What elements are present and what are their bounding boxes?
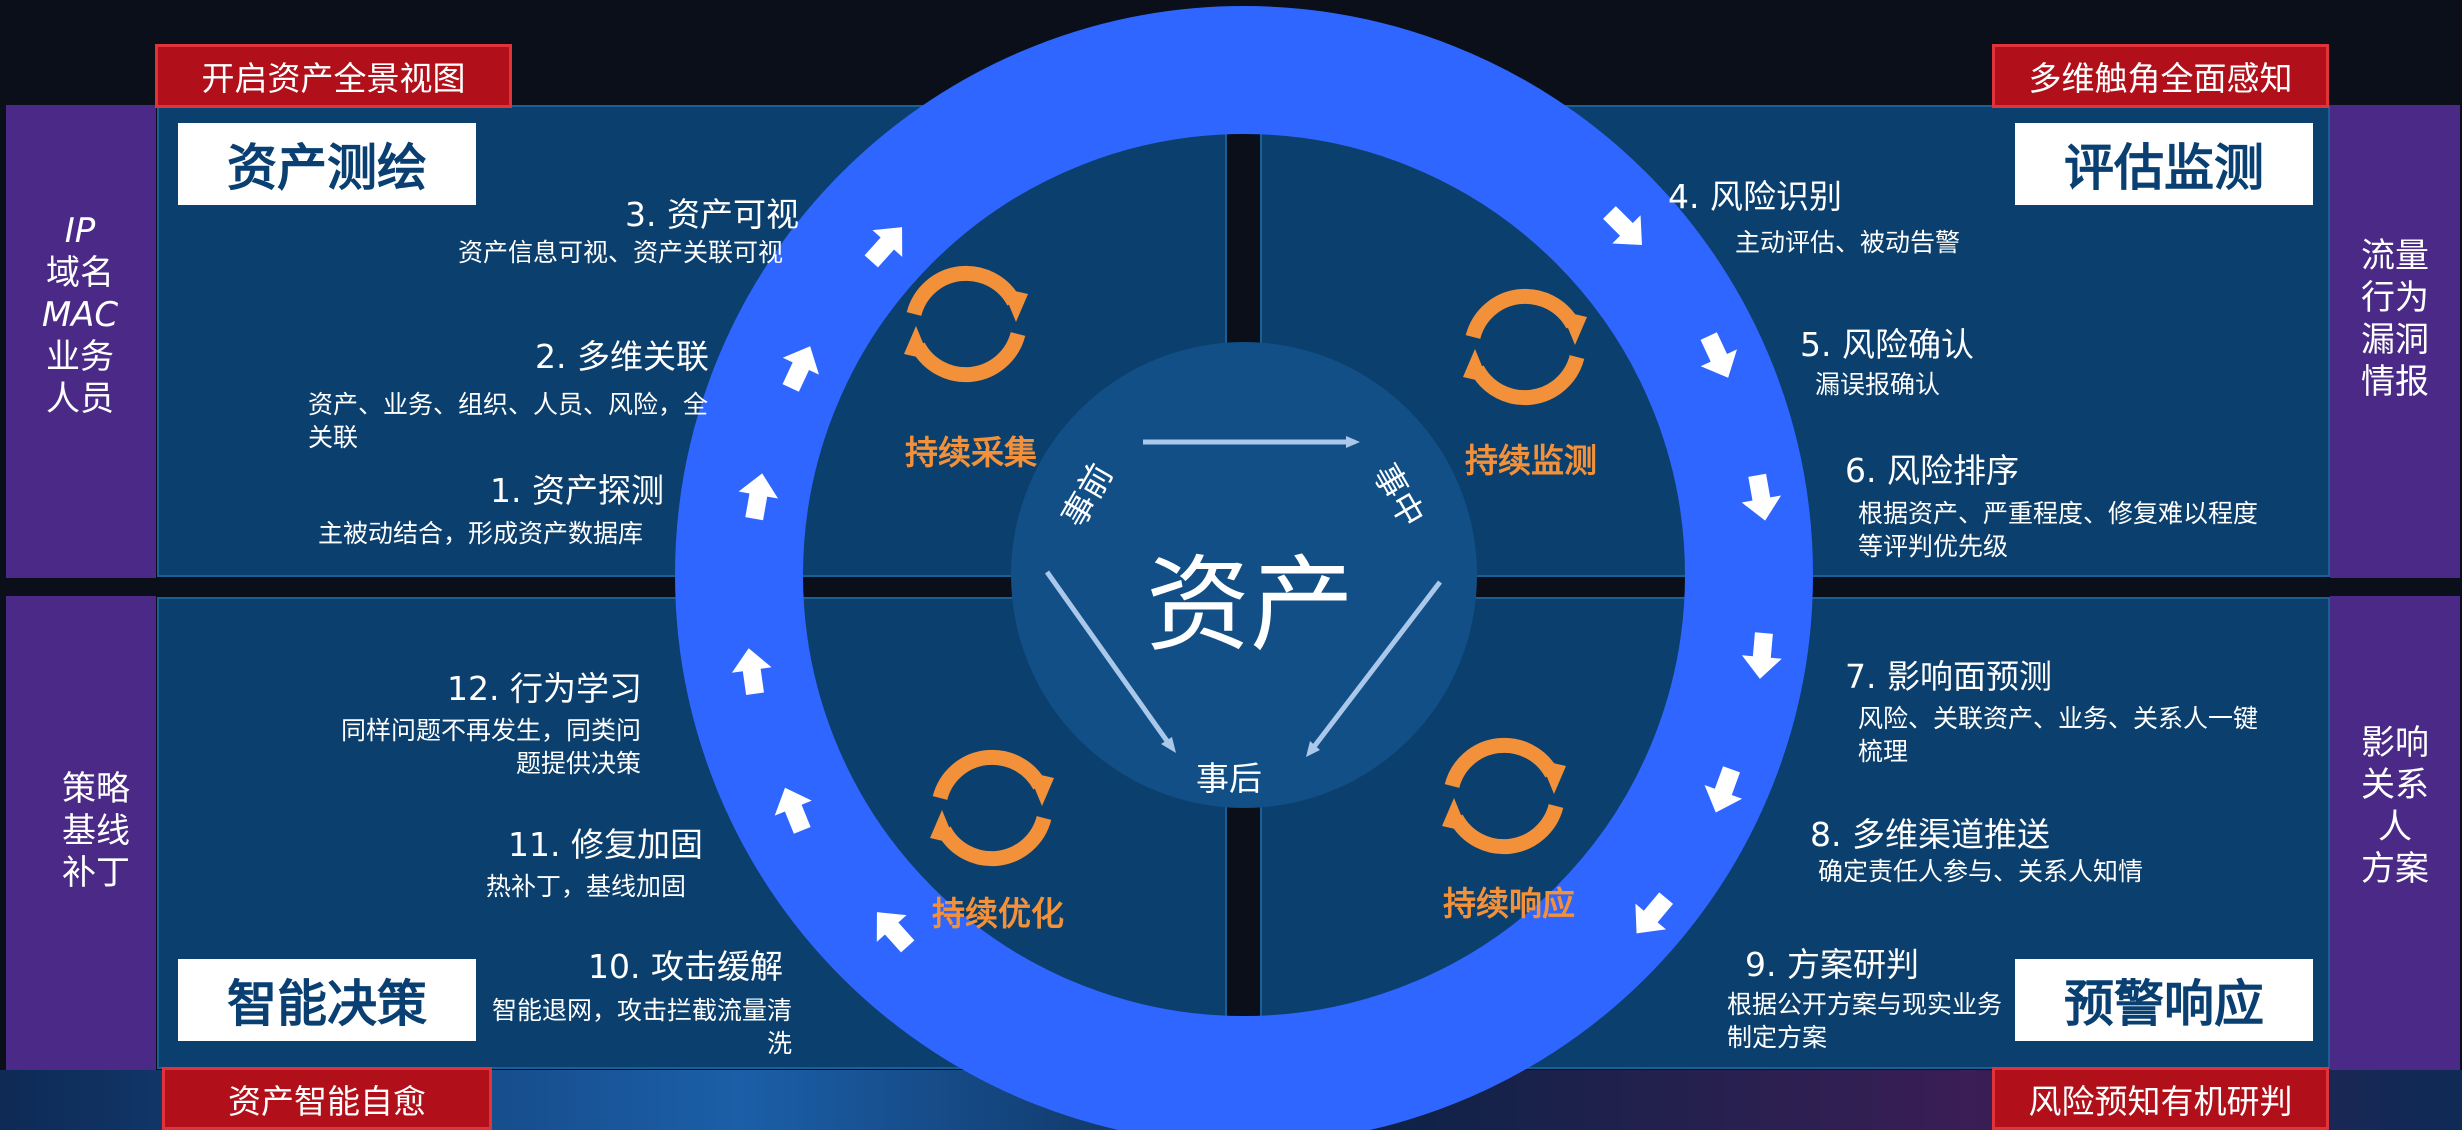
side-label-right-bottom: 影响 关系 人 方案	[2335, 722, 2455, 890]
ring-arrow-1	[738, 473, 779, 521]
side-item: 业务	[46, 337, 114, 377]
step-1-title: 1. 资产探测	[490, 471, 664, 510]
ring-arrow-4	[1603, 206, 1642, 245]
cycle-icon-respond	[1442, 737, 1566, 855]
step-12-desc: 同样问题不再发生，同类问题提供决策	[340, 716, 641, 778]
step-11-desc: 热补丁，基线加固	[486, 872, 687, 901]
ring-arrow-6	[1741, 473, 1782, 521]
side-item: 补丁	[62, 853, 130, 893]
ring-arrow-7	[1741, 632, 1782, 679]
title-smart-decision: 智能决策	[178, 959, 476, 1041]
step-10-desc: 智能退网，攻击拦截流量清洗	[492, 996, 793, 1058]
tag-multidim-sensing: 多维触角全面感知	[1992, 44, 2329, 108]
side-item: 策略	[62, 769, 130, 809]
side-item: 人	[2378, 807, 2412, 847]
center-title: 资产	[1145, 544, 1354, 666]
center-arrowhead-right	[1346, 436, 1360, 448]
side-item: 人员	[46, 379, 114, 419]
side-label-right-top: 流量 行为 漏洞 情报	[2335, 235, 2455, 403]
cycle-label-collect: 持续采集	[905, 433, 1037, 472]
step-11-title: 11. 修复加固	[508, 825, 703, 864]
step-7-title: 7. 影响面预测	[1845, 657, 2052, 696]
step-7-desc: 风险、关联资产、业务、关系人一键梳理	[1858, 704, 2259, 766]
side-label-left-bottom: 策略 基线 补丁	[36, 768, 156, 894]
ring-arrow-9	[1635, 892, 1674, 934]
side-item: 基线	[62, 811, 130, 851]
side-label-left-top: IP 域名 MAC 业务 人员	[20, 210, 140, 420]
cycle-label-optimize: 持续优化	[932, 894, 1064, 933]
side-item: 行为	[2361, 278, 2429, 318]
step-12-title: 12. 行为学习	[447, 669, 642, 708]
tag-risk-prediction: 风险预知有机研判	[1992, 1067, 2329, 1130]
center-arrow-before-to-after	[1044, 570, 1175, 750]
cycle-icons	[904, 265, 1587, 867]
cycle-label-monitor: 持续监测	[1465, 441, 1597, 480]
step-8-desc: 确定责任人参与、关系人知情	[1818, 857, 2144, 886]
cycle-label-respond: 持续响应	[1443, 884, 1575, 923]
side-item: 情报	[2361, 362, 2429, 402]
ring-arrow-11	[774, 787, 812, 834]
side-item: MAC	[41, 295, 119, 335]
center-arrowhead-before-after	[1161, 737, 1176, 753]
side-item: 方案	[2361, 849, 2429, 889]
step-3-desc: 资产信息可视、资产关联可视	[458, 238, 784, 267]
step-4-title: 4. 风险识别	[1668, 177, 1842, 216]
center-label-after: 事后	[1196, 759, 1262, 798]
step-5-desc: 漏误报确认	[1815, 370, 1941, 399]
ring-arrow-10	[876, 912, 915, 953]
step-9-desc: 根据公开方案与现实业务制定方案	[1727, 990, 2003, 1052]
side-item: 影响	[2361, 723, 2429, 763]
ring-arrow-2	[782, 346, 819, 392]
cycle-icon-monitor	[1463, 288, 1587, 406]
center-arrow-during-to-after	[1308, 580, 1442, 754]
step-9-title: 9. 方案研判	[1745, 945, 1919, 984]
ring-arrow-3	[864, 227, 903, 268]
center-arrowhead-during-after	[1306, 741, 1320, 757]
tag-panorama-view: 开启资产全景视图	[155, 44, 512, 108]
step-4-desc: 主动评估、被动告警	[1735, 228, 1961, 257]
ring-arrows	[731, 206, 1782, 953]
ring-arrow-8	[1704, 766, 1743, 813]
side-item: 流量	[2361, 236, 2429, 276]
step-2-title: 2. 多维关联	[535, 337, 709, 376]
side-item: IP	[64, 211, 96, 251]
step-6-title: 6. 风险排序	[1845, 451, 2019, 490]
step-2-desc: 资产、业务、组织、人员、风险，全关联	[308, 390, 709, 452]
cycle-icon-optimize	[930, 749, 1054, 867]
cycle-icon-collect	[904, 265, 1028, 383]
title-alert-response: 预警响应	[2015, 959, 2313, 1041]
outer-ring	[675, 6, 1813, 1130]
side-item: 漏洞	[2361, 320, 2429, 360]
side-item: 关系	[2361, 765, 2429, 805]
step-8-title: 8. 多维渠道推送	[1810, 815, 2050, 854]
step-5-title: 5. 风险确认	[1800, 325, 1974, 364]
step-6-desc: 根据资产、严重程度、修复难以程度等评判优先级	[1858, 499, 2259, 561]
side-item: 域名	[46, 253, 114, 293]
step-1-desc: 主被动结合，形成资产数据库	[318, 519, 644, 548]
ring-arrow-12	[731, 648, 772, 696]
step-10-title: 10. 攻击缓解	[588, 947, 783, 986]
title-asset-mapping: 资产测绘	[178, 123, 476, 205]
ring-arrow-5	[1700, 332, 1737, 378]
tag-asset-self-healing: 资产智能自愈	[162, 1067, 492, 1130]
step-3-title: 3. 资产可视	[625, 195, 799, 234]
center-circle	[1011, 342, 1477, 808]
title-assessment-monitoring: 评估监测	[2015, 123, 2313, 205]
